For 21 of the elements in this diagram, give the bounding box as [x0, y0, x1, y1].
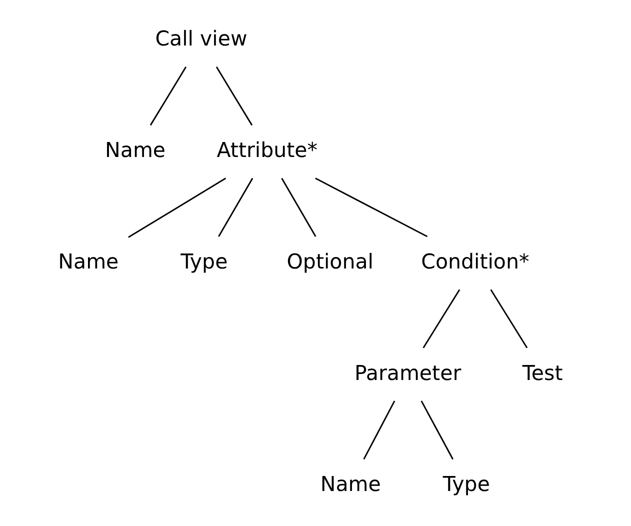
node-text: Call view — [155, 26, 248, 51]
node-text: Attribute* — [216, 138, 318, 162]
node-text: Name — [105, 138, 166, 162]
node-text: Name — [320, 472, 381, 496]
connector — [315, 178, 428, 238]
node-text: Parameter — [354, 360, 462, 385]
node-text: Type — [180, 249, 228, 274]
connector — [281, 178, 316, 237]
node-text: Condition* — [421, 249, 530, 274]
connector — [128, 178, 226, 238]
node-text: Optional — [286, 249, 374, 274]
connector — [363, 400, 396, 460]
connector — [420, 400, 454, 460]
connector — [490, 289, 528, 348]
connector — [218, 178, 254, 237]
node-text: Test — [522, 360, 563, 385]
connector — [216, 66, 253, 126]
node-text: Name — [58, 249, 119, 274]
connector — [150, 66, 187, 126]
connector — [422, 289, 460, 348]
node-text: Type — [442, 472, 490, 496]
